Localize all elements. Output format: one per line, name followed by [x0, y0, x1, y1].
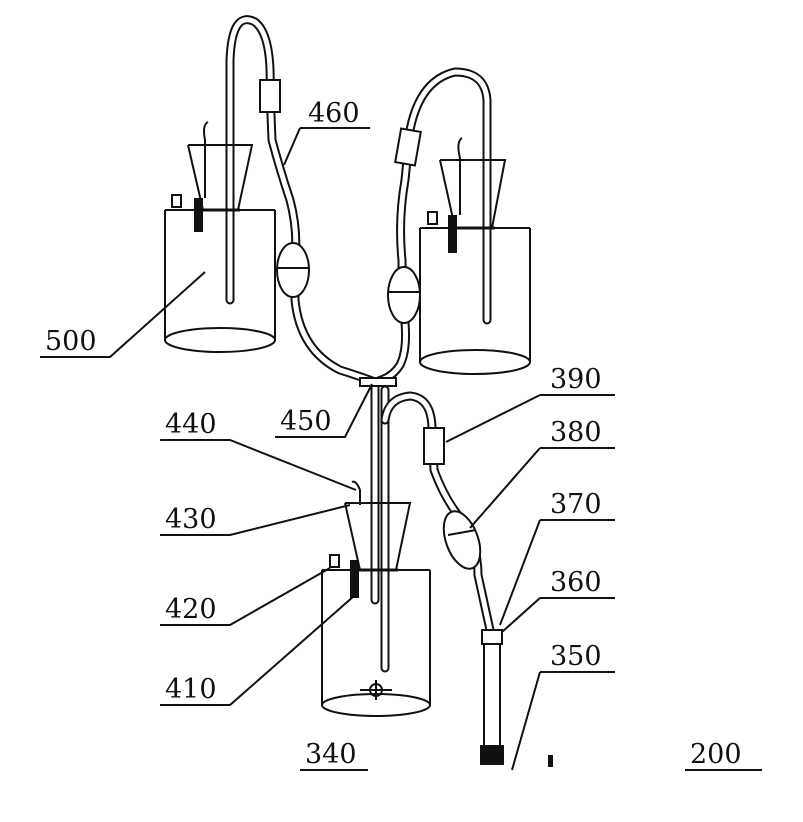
bottle-right: [419, 137, 531, 375]
filter-390: [423, 427, 445, 465]
leader-lines: [40, 127, 762, 771]
tubing: [225, 15, 495, 673]
label-350: 350: [550, 641, 602, 672]
label-410: 410: [165, 674, 217, 705]
label-200: 200: [690, 739, 742, 770]
label-360: 360: [550, 567, 602, 598]
nozzle-350: [480, 629, 553, 767]
bulb-left: [276, 242, 310, 298]
filter-right: [394, 127, 422, 167]
label-370: 370: [550, 489, 602, 520]
bulb-right: [387, 266, 421, 324]
bottle-500: [164, 121, 276, 353]
label-440: 440: [165, 409, 217, 440]
filter-460: [259, 79, 281, 113]
label-500: 500: [45, 326, 97, 357]
bottle-bottom: [321, 480, 431, 717]
tee-connector: [359, 377, 397, 387]
label-450: 450: [280, 406, 332, 437]
label-340: 340: [305, 739, 357, 770]
label-460: 460: [308, 98, 360, 129]
label-390: 390: [550, 364, 602, 395]
label-430: 430: [165, 504, 217, 535]
label-380: 380: [550, 417, 602, 448]
label-420: 420: [165, 594, 217, 625]
